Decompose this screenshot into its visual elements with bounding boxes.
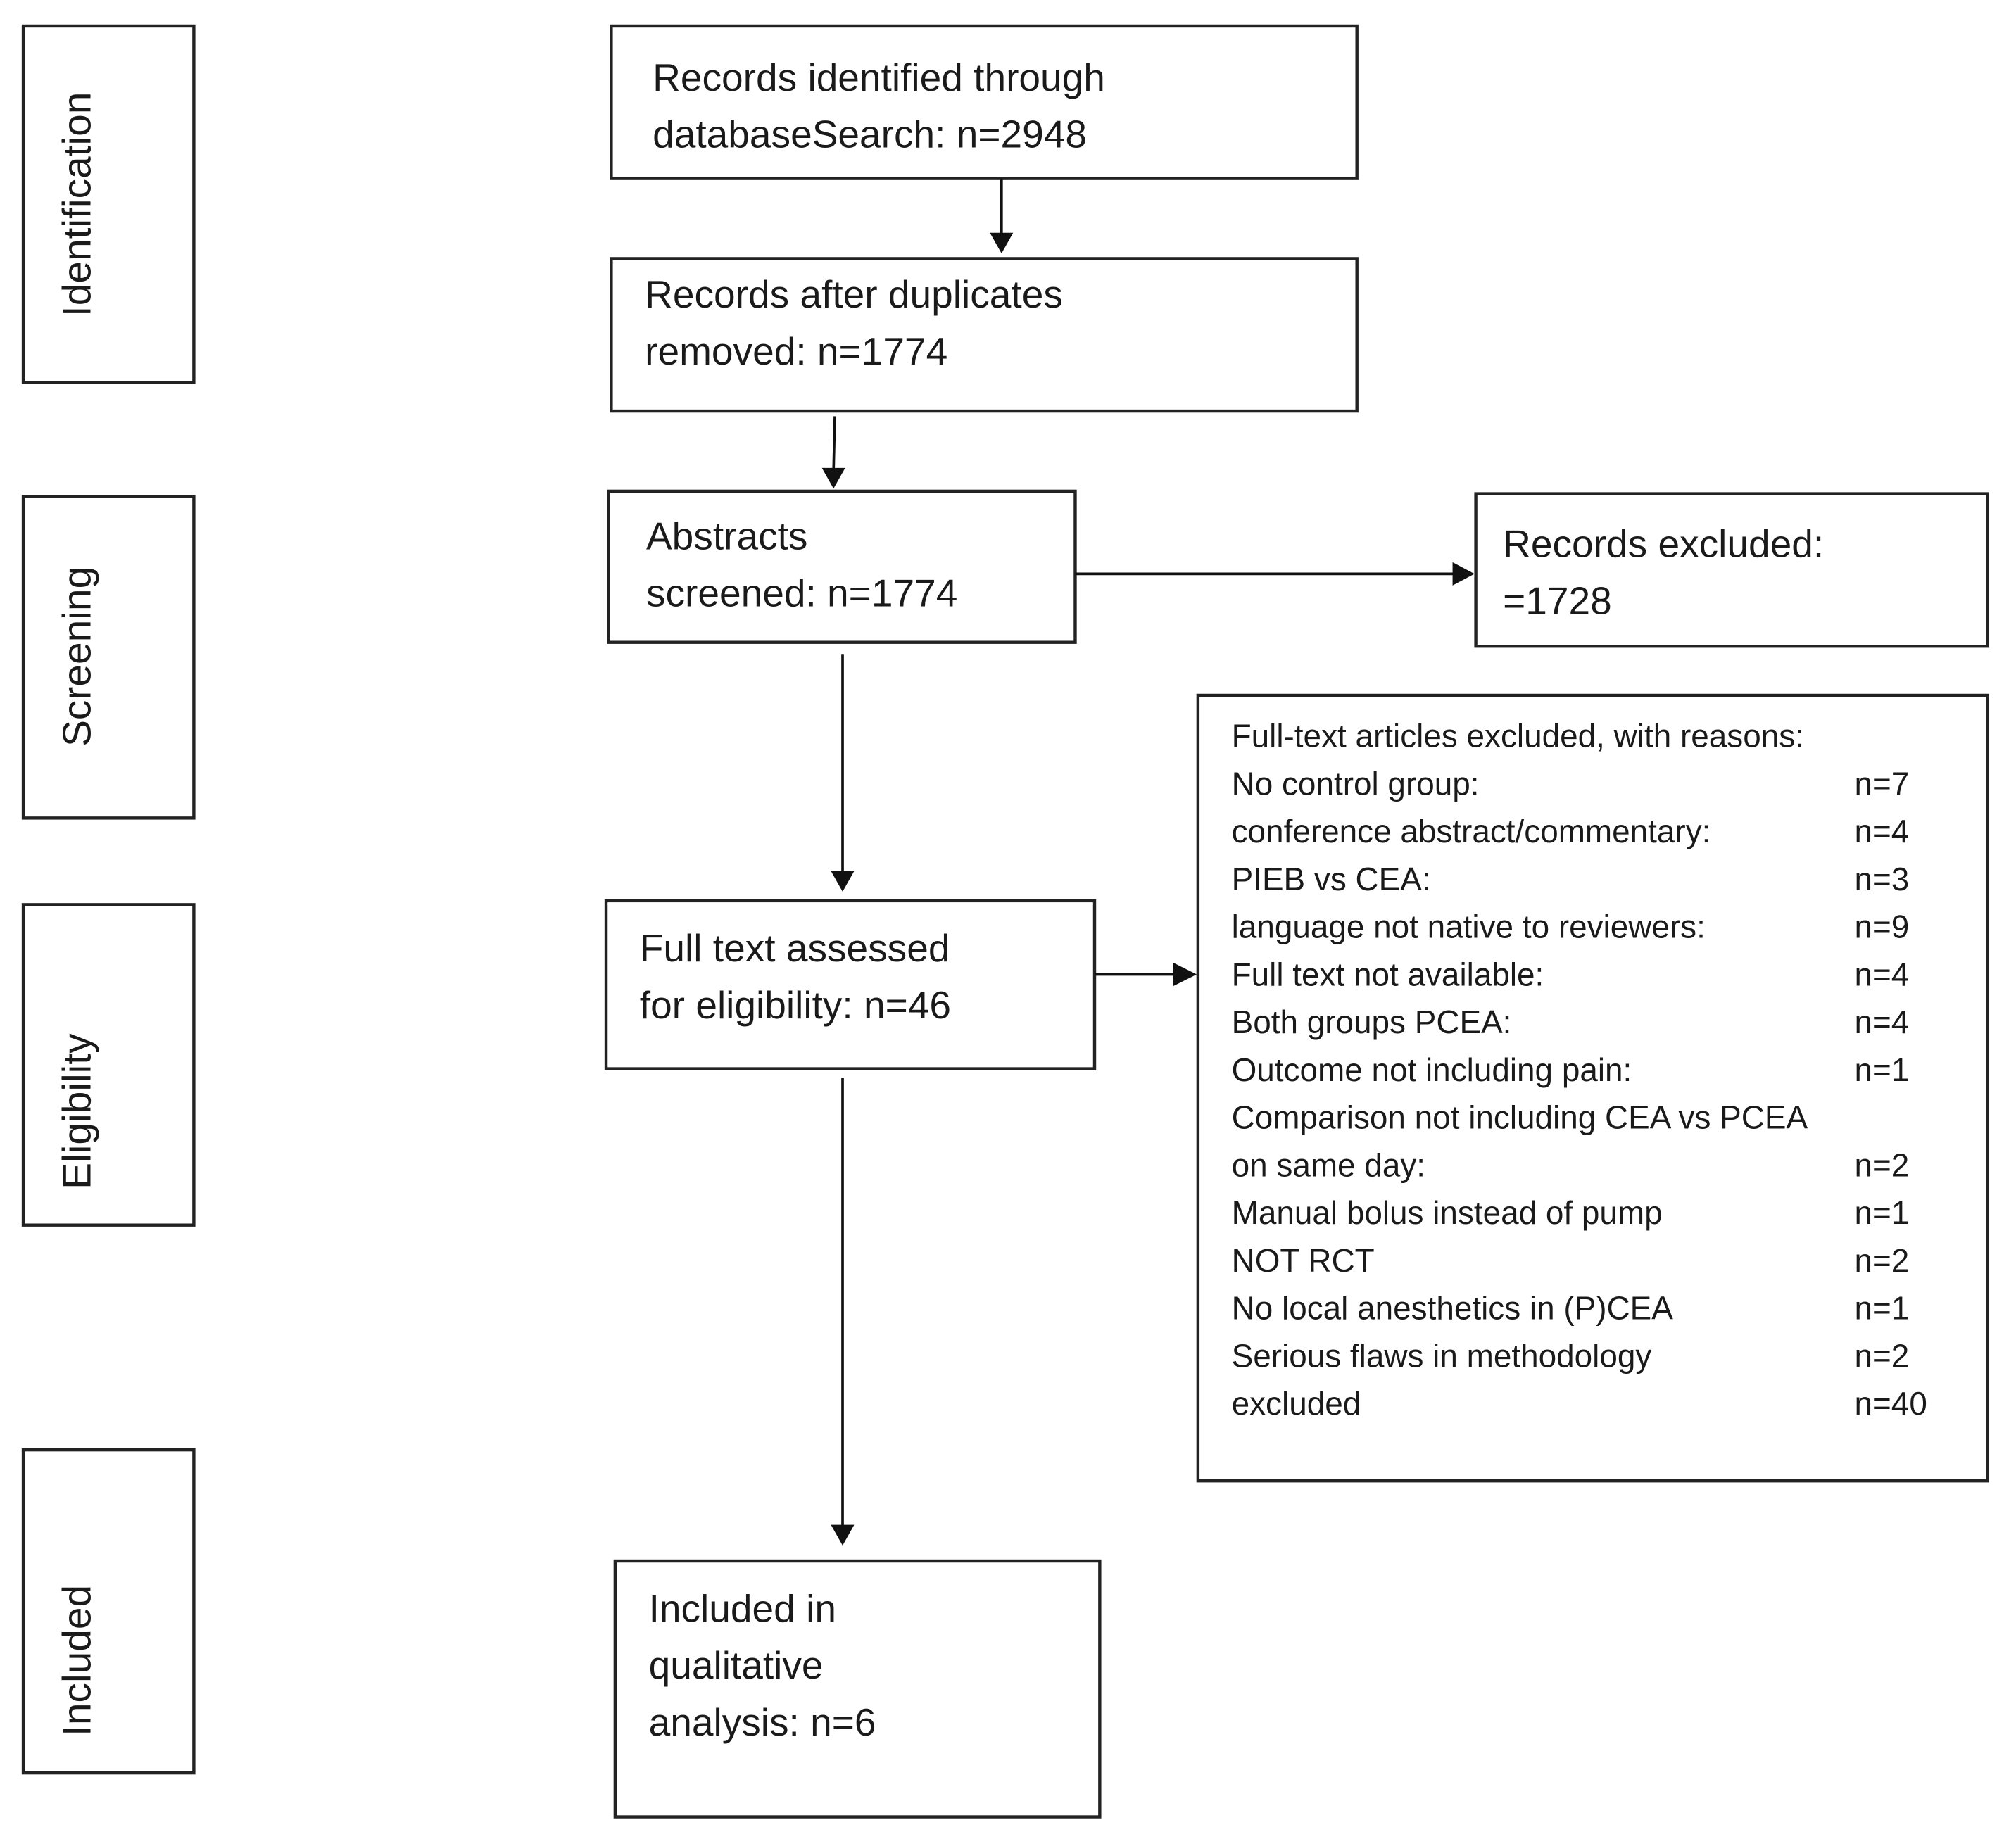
exclusion-count: n=1 — [1855, 1194, 1910, 1231]
exclusion-reason: conference abstract/commentary: — [1232, 813, 1711, 849]
exclusion-reason: Serious flaws in methodology — [1232, 1337, 1652, 1374]
records-identified-box: Records identified through databaseSearc… — [610, 24, 1359, 180]
exclusion-row: language not native to reviewers: n=9 — [1232, 909, 1910, 945]
exclusion-count: n=4 — [1855, 956, 1910, 992]
stage-eligibility: Eligibility — [21, 903, 196, 1227]
stage-screening: Screening — [21, 495, 196, 820]
exclusion-count: n=3 — [1855, 861, 1910, 897]
exclusion-reason: Both groups PCEA: — [1232, 1004, 1512, 1040]
box-text: Records excluded: — [1503, 522, 1824, 566]
arrow — [831, 1078, 855, 1546]
box-text: qualitative — [649, 1643, 824, 1687]
exclusion-count: n=7 — [1855, 765, 1910, 802]
arrow — [831, 654, 855, 892]
abstracts-screened-box: Abstracts screened: n=1774 — [607, 489, 1077, 644]
exclusion-count: n=1 — [1855, 1051, 1910, 1088]
box-text: Full text assessed — [640, 926, 950, 970]
exclusion-reason: Full text not available: — [1232, 956, 1544, 992]
exclusion-reason: Outcome not including pain: — [1232, 1051, 1632, 1088]
exclusion-reason: Manual bolus instead of pump — [1232, 1194, 1663, 1231]
exclusion-row: Full text not available: n=4 — [1232, 956, 1910, 992]
arrow — [821, 416, 845, 489]
exclusion-row: PIEB vs CEA: n=3 — [1232, 861, 1910, 897]
exclusion-reason: Comparison not including CEA vs PCEA — [1232, 1099, 1808, 1136]
box-text: removed: n=1774 — [645, 329, 947, 373]
exclusion-count: n=2 — [1855, 1337, 1910, 1374]
stage-identification: Identification — [21, 24, 196, 384]
exclusion-count: n=9 — [1855, 909, 1910, 945]
stage-included: Included — [21, 1448, 196, 1775]
exclusion-row: Comparison not including CEA vs PCEA — [1232, 1099, 1808, 1136]
stage-label: Screening — [55, 567, 100, 747]
exclusion-reason: No control group: — [1232, 765, 1480, 802]
stage-label: Eligibility — [55, 1033, 100, 1189]
box-text: Records after duplicates — [645, 272, 1063, 316]
exclusion-row: NOT RCT n=2 — [1232, 1242, 1910, 1279]
exclusion-count: n=2 — [1855, 1242, 1910, 1279]
box-text: analysis: n=6 — [649, 1700, 876, 1744]
exclusion-row: on same day: n=2 — [1232, 1146, 1910, 1183]
exclusion-row: Manual bolus instead of pump n=1 — [1232, 1194, 1910, 1231]
exclusion-count: n=4 — [1855, 1004, 1910, 1040]
records-excluded-box: Records excluded: =1728 — [1474, 492, 1989, 648]
exclusion-reason: on same day: — [1232, 1146, 1425, 1183]
exclusion-row: conference abstract/commentary: n=4 — [1232, 813, 1910, 849]
full-text-assessed-box: Full text assessed for eligibility: n=46 — [604, 899, 1097, 1070]
box-text: Records identified through — [653, 56, 1105, 99]
arrow — [1095, 963, 1197, 987]
exclusion-reason: excluded — [1232, 1385, 1361, 1422]
box-text: for eligibility: n=46 — [640, 983, 951, 1027]
records-after-duplicates-box: Records after duplicates removed: n=1774 — [610, 257, 1359, 413]
exclusion-count: n=1 — [1855, 1290, 1910, 1327]
box-text: screened: n=1774 — [646, 571, 957, 614]
exclusion-row: Outcome not including pain: n=1 — [1232, 1051, 1910, 1088]
exclusion-count: n=4 — [1855, 813, 1910, 849]
exclusion-row: Both groups PCEA: n=4 — [1232, 1004, 1910, 1040]
box-text: Abstracts — [646, 514, 807, 558]
stage-label: Identification — [55, 92, 100, 317]
exclusions-heading: Full-text articles excluded, with reason… — [1232, 717, 1804, 754]
exclusion-reason: No local anesthetics in (P)CEA — [1232, 1290, 1674, 1327]
box-text: databaseSearch: n=2948 — [653, 113, 1087, 156]
stage-label: Included — [55, 1585, 100, 1736]
exclusion-row: No local anesthetics in (P)CEA n=1 — [1232, 1290, 1910, 1327]
exclusion-count: n=40 — [1855, 1385, 1927, 1422]
exclusion-row: Serious flaws in methodology n=2 — [1232, 1337, 1910, 1374]
full-text-exclusions-box: Full-text articles excluded, with reason… — [1196, 693, 1989, 1483]
arrow — [990, 178, 1014, 254]
exclusion-count: n=2 — [1855, 1146, 1910, 1183]
box-text: Included in — [649, 1586, 836, 1630]
exclusion-row: excluded n=40 — [1232, 1385, 1927, 1422]
exclusion-row: No control group: n=7 — [1232, 765, 1910, 802]
box-text: =1728 — [1503, 579, 1612, 622]
exclusion-reason: language not native to reviewers: — [1232, 909, 1706, 945]
exclusion-reason: NOT RCT — [1232, 1242, 1375, 1279]
included-box: Included in qualitative analysis: n=6 — [613, 1559, 1102, 1819]
exclusion-reason: PIEB vs CEA: — [1232, 861, 1431, 897]
arrow — [1075, 562, 1475, 586]
